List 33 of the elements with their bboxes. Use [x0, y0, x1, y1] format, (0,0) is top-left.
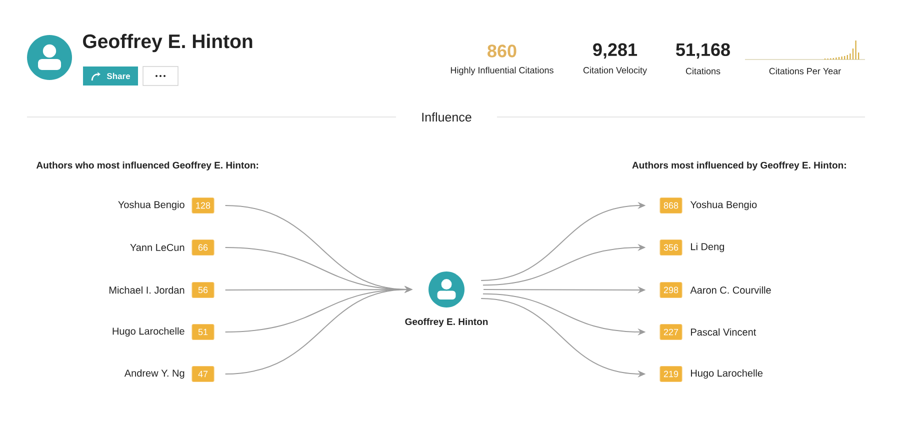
stat-value: 9,281: [593, 43, 638, 59]
author-name: Hugo Larochelle: [112, 327, 184, 337]
column-heading: Authors who most influenced Geoffrey E. Hinton:: [36, 162, 258, 170]
author-name: Michael I. Jordan: [109, 286, 184, 294]
count-badge: 298: [660, 282, 682, 298]
count-badge: 51: [192, 324, 214, 340]
stat-label: Citation Velocity: [583, 66, 647, 76]
author-name: Pascal Vincent: [691, 328, 756, 336]
column-heading: Authors most influenced by Geoffrey E. Hinton:: [632, 162, 846, 170]
stat-label: Citations: [686, 68, 720, 74]
stat-value: 51,168: [676, 43, 730, 59]
count-badge: 227: [660, 324, 682, 340]
count-badge: 66: [192, 239, 214, 256]
count-badge: 356: [660, 239, 682, 256]
person-name: Geoffrey E. Hinton: [405, 318, 488, 327]
profile-name: Geoffrey E. Hinton: [83, 34, 252, 52]
count-badge: 47: [192, 366, 214, 382]
author-name: Li Deng: [691, 242, 724, 252]
author-name: Yoshua Bengio: [690, 200, 757, 210]
author-name: Andrew Y. Ng: [124, 369, 184, 379]
author-name: Hugo Larochelle: [691, 369, 763, 379]
count-badge: 56: [192, 282, 214, 298]
section-heading: Influence: [422, 112, 472, 122]
author-name: Yoshua Bengio: [118, 200, 184, 210]
stat-label: Highly Influential Citations: [450, 66, 554, 76]
count-badge: 128: [192, 197, 214, 214]
stat-label: Citations Per Year: [769, 68, 841, 74]
share-button: Share: [83, 66, 138, 86]
count-badge: 219: [660, 366, 682, 382]
stat-value: 860: [488, 44, 516, 58]
author-name: Yann LeCun: [130, 244, 184, 252]
count-badge: 868: [660, 197, 682, 214]
author-name: Aaron C. Courville: [690, 286, 771, 294]
